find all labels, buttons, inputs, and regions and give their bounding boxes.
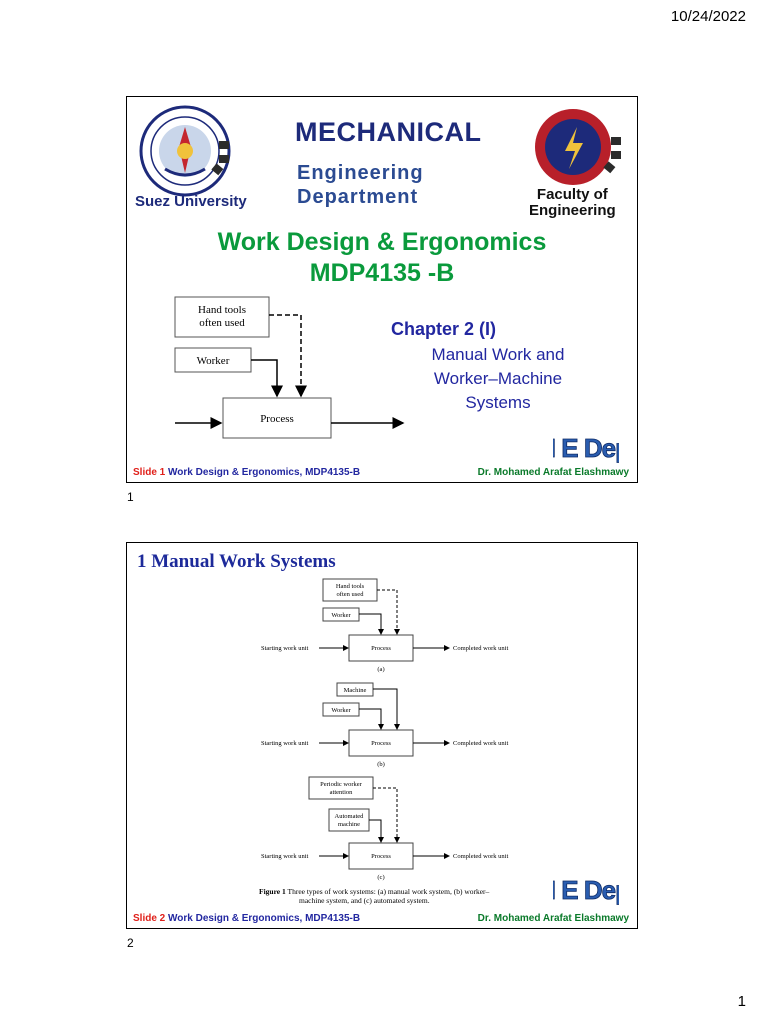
slide-2: 1 Manual Work Systems Hand tools often u… <box>126 542 638 929</box>
fig-c-process-box <box>348 842 414 870</box>
figure-caption-line-2: machine system, and (c) automated system… <box>299 896 430 905</box>
slide-2-number: 2 <box>127 936 134 950</box>
dept-line-department: Department <box>297 186 419 208</box>
fig-a-process-label: Process <box>371 645 391 652</box>
fig-a-caption: (a) <box>377 666 384 673</box>
dept-heading: MECHANICAL <box>295 117 482 147</box>
footer-course: Work Design & Ergonomics, MDP4135-B <box>168 913 361 924</box>
hand-tools-label-2: often used <box>199 317 245 329</box>
fig-c-machine-label: Automated <box>335 813 365 820</box>
course-title: Work Design & Ergonomics MDP4135 -B <box>127 227 637 289</box>
faculty-logo <box>535 109 621 185</box>
course-title-line-1: Work Design & Ergonomics <box>217 228 547 256</box>
dept-subheading: Engineering Department <box>297 161 424 209</box>
figure-caption-line-1: Three types of work systems: (a) manual … <box>287 887 490 896</box>
fig-a-start-label: Starting work unit <box>261 645 308 652</box>
manual-work-diagram: Hand tools often used Worker Process <box>174 296 405 439</box>
fig-c-start-label: Starting work unit <box>261 853 308 860</box>
figure-label: Figure 1 <box>259 887 286 896</box>
fig-a-end-label: Completed work unit <box>453 645 508 652</box>
me-dept-text: M E Dept <box>553 433 619 463</box>
fig-b-caption: (b) <box>377 761 385 768</box>
fig-c-attention-label-2: attention <box>330 789 353 796</box>
fig-c-process-label: Process <box>371 853 391 860</box>
hand-tools-box <box>174 296 270 338</box>
dept-line-engineering: Engineering <box>297 162 424 184</box>
me-dept-text: M E Dept <box>553 875 619 905</box>
fig-a-worker-label: Worker <box>331 612 351 619</box>
footer-author: Dr. Mohamed Arafat Elashmawy <box>477 913 629 924</box>
subtitle-line-1: Manual Work and <box>431 345 565 364</box>
fig-b-end-label: Completed work unit <box>453 740 508 747</box>
slide-title: 1 Manual Work Systems <box>137 551 336 572</box>
fig-b-process-label: Process <box>371 740 391 747</box>
slide-number-label: Slide 1 <box>133 467 166 478</box>
print-date: 10/24/2022 <box>670 8 746 25</box>
slide-1-number: 1 <box>127 490 134 504</box>
me-dept-badge: M E Dept <box>553 427 619 467</box>
work-systems-figure: Hand tools often used Worker Process Sta… <box>261 578 508 881</box>
faculty-line-1: Faculty of <box>536 186 608 203</box>
fig-b-start-label: Starting work unit <box>261 740 308 747</box>
chapter-label: Chapter 2 (I) <box>391 319 497 339</box>
fig-c-attention-label: Periodic worker <box>320 781 363 788</box>
fig-a-hand-tools-label-2: often used <box>337 591 365 598</box>
university-name: Suez University <box>135 193 247 210</box>
footer-course: Work Design & Ergonomics, MDP4135-B <box>168 467 361 478</box>
process-label: Process <box>260 413 294 425</box>
footer-author: Dr. Mohamed Arafat Elashmawy <box>477 467 629 478</box>
fig-a-hand-tools-label: Hand tools <box>336 583 365 590</box>
process-box <box>222 397 332 439</box>
me-dept-badge: M E Dept <box>553 869 619 909</box>
fig-a-process-box <box>348 634 414 662</box>
fig-b-process-box <box>348 729 414 757</box>
page-number: 1 <box>737 993 746 1010</box>
fig-c-machine-label-2: machine <box>338 821 360 828</box>
faculty-name: Faculty of Engineering <box>529 187 616 219</box>
slide-1: Suez University MECHANICAL Engineering D… <box>126 96 638 483</box>
subtitle-line-3: Systems <box>465 393 531 412</box>
suez-university-logo <box>139 105 231 197</box>
course-code: MDP4135 -B <box>309 259 455 287</box>
fig-b-worker-label: Worker <box>331 707 351 714</box>
hand-tools-label: Hand tools <box>198 304 246 316</box>
fig-b-machine-label: Machine <box>344 687 367 694</box>
slide-number-label: Slide 2 <box>133 913 166 924</box>
faculty-line-2: Engineering <box>529 202 616 219</box>
slide-footer: Slide 2 Work Design & Ergonomics, MDP413… <box>133 913 360 924</box>
fig-c-caption: (c) <box>377 874 384 881</box>
slide-footer: Slide 1 Work Design & Ergonomics, MDP413… <box>133 467 360 478</box>
fig-c-end-label: Completed work unit <box>453 853 508 860</box>
subtitle-line-2: Worker–Machine <box>433 369 563 388</box>
chapter-subtitle: Manual Work and Worker–Machine Systems <box>403 343 593 415</box>
worker-label: Worker <box>197 355 230 367</box>
figure-caption: Figure 1 Three types of work systems: (a… <box>259 887 519 905</box>
